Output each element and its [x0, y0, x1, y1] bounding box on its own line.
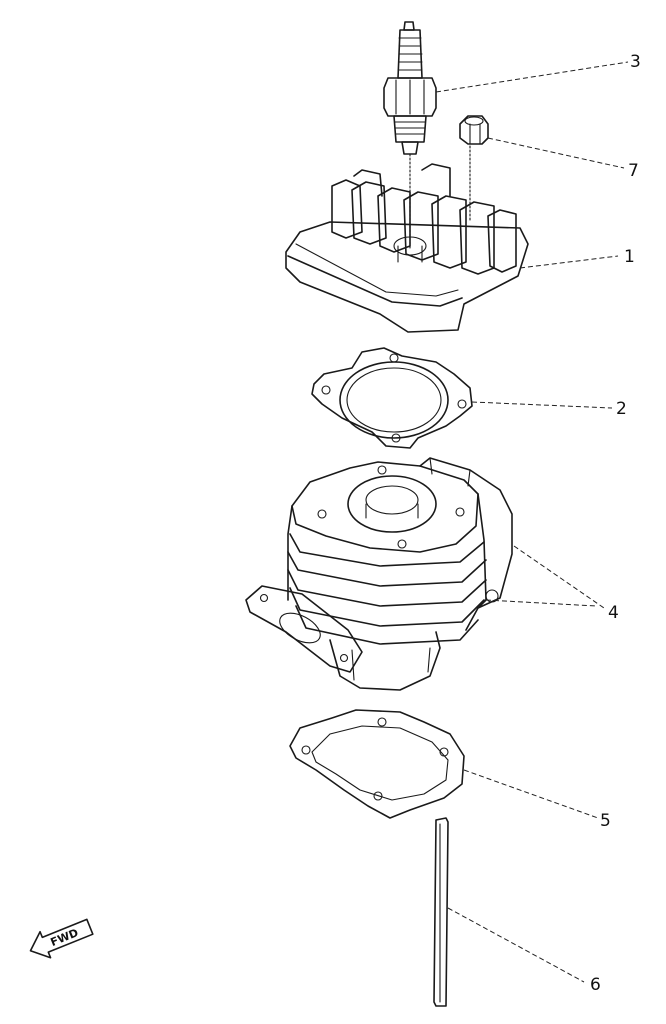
leader-lines: [435, 61, 629, 983]
head-gasket: [311, 347, 473, 449]
cap-nut: [459, 115, 489, 223]
callout-7: 7: [628, 161, 639, 181]
cylinder-head: [285, 163, 529, 333]
fwd-direction-marker: FWD: [29, 918, 94, 959]
arrow-left-icon: [29, 918, 94, 959]
callout-2: 2: [616, 399, 627, 419]
stud-bolt: [433, 817, 449, 1007]
callout-3: 3: [630, 52, 641, 72]
callout-6: 6: [590, 975, 601, 995]
callout-5: 5: [600, 811, 611, 831]
cylinder-block: [245, 457, 513, 691]
callout-1: 1: [624, 247, 635, 267]
base-gasket: [289, 709, 465, 819]
callout-4: 4: [608, 603, 619, 623]
